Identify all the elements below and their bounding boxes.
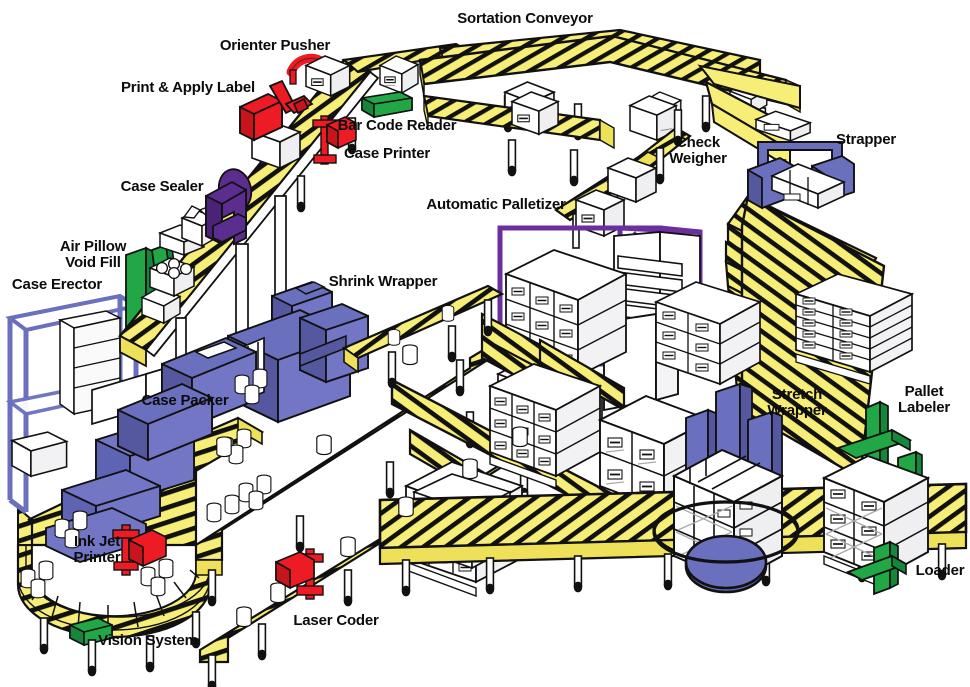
sortation-return-lane xyxy=(422,91,679,188)
loader-machine xyxy=(845,540,909,596)
bar-code-reader-machine xyxy=(361,91,413,119)
check-weigher-lane xyxy=(554,126,692,249)
case-sealer-machine xyxy=(205,168,253,246)
case-printer-machine xyxy=(312,115,357,165)
stretch-wrapper-machine xyxy=(652,382,800,594)
print-apply-label-machine xyxy=(239,79,314,142)
laser-coder-machine xyxy=(275,548,324,600)
ink-jet-printer-machine xyxy=(112,524,167,576)
case-packer-machine xyxy=(117,336,257,462)
strapper-machine xyxy=(747,110,855,210)
pallet-transport-conveyor xyxy=(378,482,968,598)
